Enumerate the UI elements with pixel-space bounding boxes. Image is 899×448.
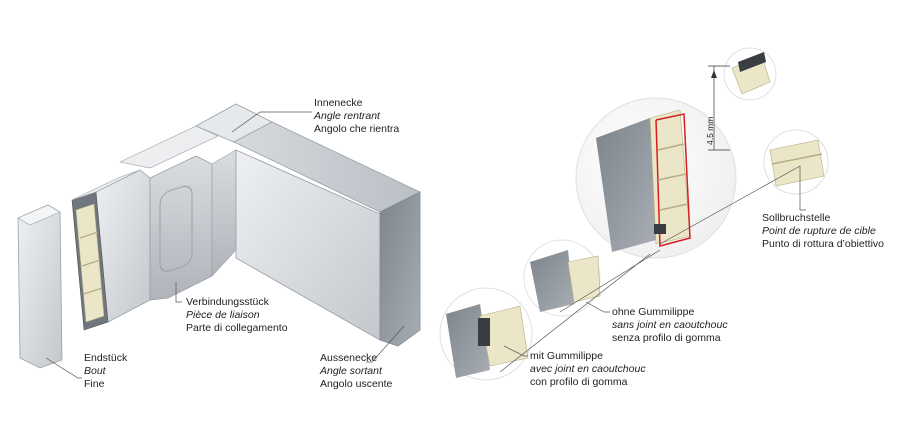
leader-lines-left (45, 111, 405, 379)
outer-corner (379, 191, 421, 347)
callout-connecting-piece: Verbindungsstück Pièce de liaison Parte … (186, 296, 288, 334)
leader-lines-right (499, 165, 806, 373)
dimension-label: 4.5 mm (705, 116, 715, 145)
red-marker-outline (655, 113, 691, 247)
callout-outer-corner: Aussenecke Angle sortant Angolo uscente (320, 352, 393, 390)
callout-end-piece: Endstück Bout Fine (84, 352, 128, 390)
dimension-marker (708, 65, 730, 151)
connecting-piece-panel (159, 185, 193, 272)
callout-inner-corner: Innenecke Angle rentrant Angolo che rien… (314, 97, 400, 135)
duct-assembly (17, 103, 421, 369)
callout-with-rubber-lip: mit Gummilippe avec joint en caoutchouc … (530, 350, 646, 388)
connecting-piece (149, 155, 213, 301)
profile-detail (439, 47, 829, 381)
callout-without-rubber-lip: ohne Gummilippe sans joint en caoutchouc… (612, 306, 728, 344)
end-cap-piece (17, 204, 63, 369)
callout-break-point: Sollbruchstelle Point de rupture de cibl… (762, 212, 884, 250)
